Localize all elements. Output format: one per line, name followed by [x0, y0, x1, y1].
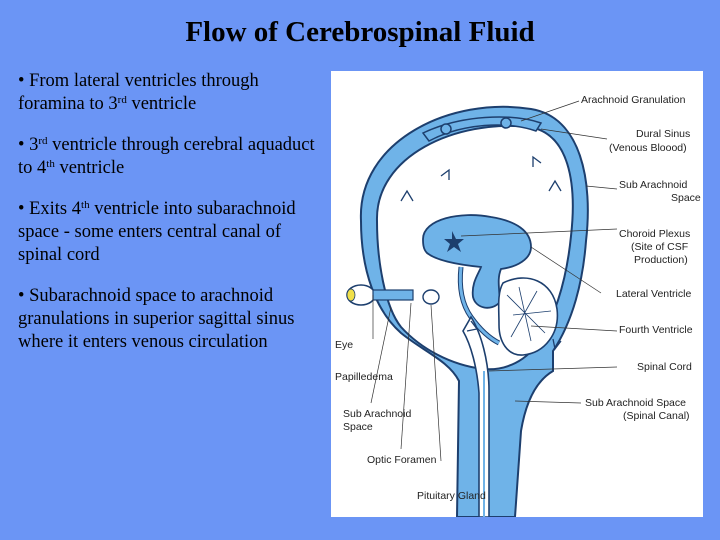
slide-title: Flow of Cerebrospinal Fluid: [185, 16, 535, 48]
label-dural-sinus: Dural Sinus: [636, 128, 690, 140]
label-sub-arachnoid-space-left: Space: [343, 421, 373, 433]
bullet-list: • From lateral ventricles through forami…: [18, 70, 328, 372]
label-papilledema: Papilledema: [335, 371, 393, 383]
brain-illustration: Arachnoid Granulation Dural Sinus (Venou…: [335, 94, 701, 517]
label-sub-arachnoid: Sub Arachnoid: [343, 408, 411, 420]
csf-flow-diagram: Arachnoid Granulation Dural Sinus (Venou…: [331, 71, 703, 517]
bullet-item: • Subarachnoid space to arachnoid granul…: [18, 286, 295, 352]
leader-lines: [370, 100, 618, 462]
label-choroid-plexus-2: (Site of CSF: [631, 241, 688, 253]
optic-nerve: [372, 289, 414, 301]
label-sub-arachnoid-space-2: Space: [671, 192, 701, 204]
label-lateral-ventricle: Lateral Ventricle: [616, 288, 691, 300]
label-spinal-cord: Spinal Cord: [637, 361, 692, 373]
label-arachnoid-granulation: Arachnoid Granulation: [581, 94, 686, 106]
pituitary-gland-icon: [422, 289, 440, 305]
spinal-cord: [462, 315, 490, 517]
label-fourth-ventricle: Fourth Ventricle: [619, 324, 693, 336]
flow-arrows: [400, 155, 562, 351]
label-sub-arachnoid-spinal-2: (Spinal Canal): [623, 410, 690, 422]
arachnoid-granulations: [440, 117, 512, 135]
label-choroid-plexus-3: Production): [634, 254, 688, 266]
bullet-item: • From lateral ventricles through forami…: [18, 71, 259, 114]
bullet-item: • Exits 4th ventricle into subarachnoid …: [18, 199, 296, 265]
label-eye: Eye: [335, 339, 353, 351]
label-dural-sinus-sub: (Venous Bloood): [609, 142, 687, 154]
label-optic-foramen: Optic Foramen: [367, 454, 437, 466]
label-choroid-plexus: Choroid Plexus: [619, 228, 690, 240]
bullet-item: • 3rd ventricle through cerebral aquaduc…: [18, 135, 315, 178]
label-pituitary-gland: Pituitary Gland: [417, 490, 486, 502]
label-sub-arachnoid-space: Sub Arachnoid: [619, 179, 687, 191]
choroid-plexus-icon: [444, 231, 464, 252]
label-sub-arachnoid-spinal: Sub Arachnoid Space: [585, 397, 686, 409]
